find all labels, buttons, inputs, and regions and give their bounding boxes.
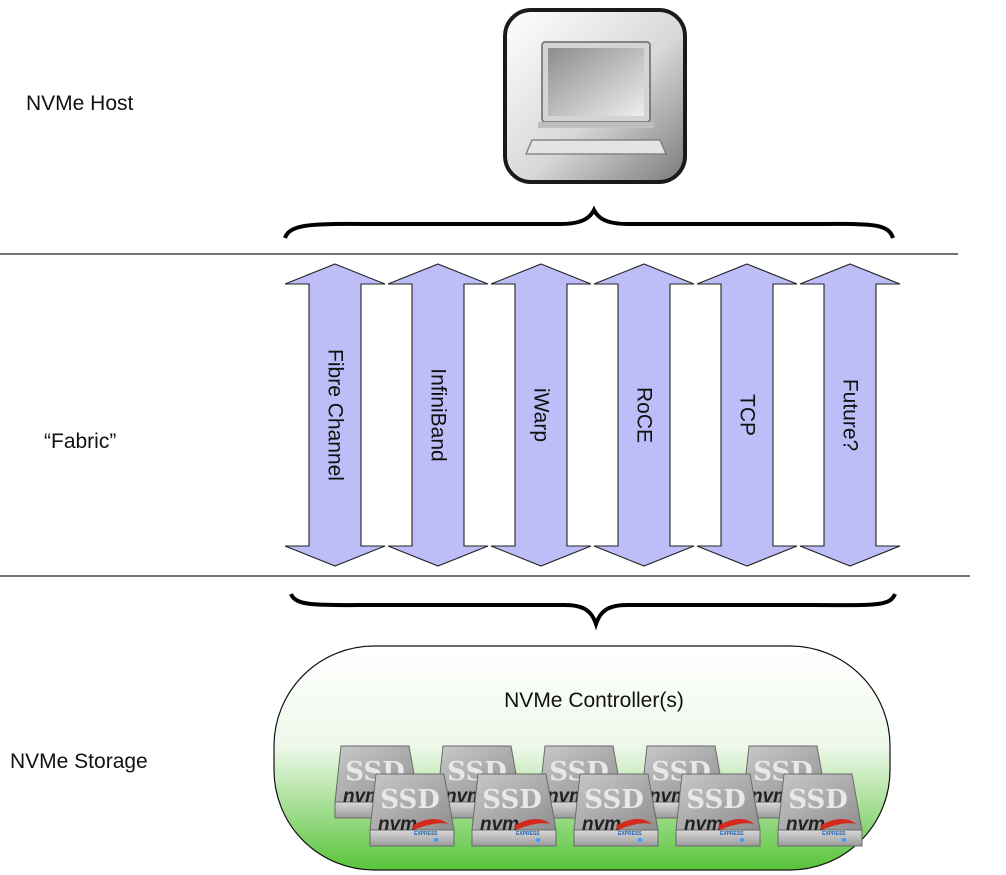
nvm-text: nvm [378, 814, 417, 835]
fabric-arrow-label: InfiniBand [427, 368, 450, 461]
controller-label: NVMe Controller(s) [504, 689, 684, 712]
host-layer-label: NVMe Host [26, 92, 134, 115]
fabric-arrow: Future? [799, 263, 901, 567]
fabric-arrow-label: iWarp [530, 388, 553, 442]
ssd-text: SSD [788, 785, 848, 815]
fabric-arrow: Fibre Channel [284, 263, 386, 567]
ssd-text: SSD [482, 785, 542, 815]
fabric-arrows: Fibre Channel InfiniBand iWarp RoCE TCP Futur… [284, 263, 901, 567]
ssd-drive-grid: SSDnvmEXPRESSSSDnvmEXPRESSSSDnvmEXPRESSS… [334, 745, 863, 847]
fabric-arrow: RoCE [593, 263, 695, 567]
nvm-text: nvm [343, 786, 382, 807]
fabric-layer-label: “Fabric” [44, 430, 117, 453]
ssd-text: SSD [686, 785, 746, 815]
fabric-arrow-label: Fibre Channel [324, 349, 347, 481]
storage-layer-label: NVMe Storage [10, 750, 148, 773]
storage-brace [289, 593, 897, 631]
express-text: EXPRESS [720, 831, 744, 837]
host-brace [283, 205, 895, 239]
fabric-arrow-label: RoCE [633, 387, 656, 443]
nvm-text: nvm [649, 786, 688, 807]
nvm-text: nvm [480, 814, 519, 835]
nvm-text: nvm [751, 786, 790, 807]
nvm-text: nvm [786, 814, 825, 835]
express-text: EXPRESS [822, 831, 846, 837]
fabric-arrow: iWarp [490, 263, 592, 567]
computer-icon [503, 8, 687, 184]
fabric-arrow: InfiniBand [387, 263, 489, 567]
nvm-text: nvm [547, 786, 586, 807]
fabric-arrow: TCP [696, 263, 798, 567]
ssd-text: SSD [380, 785, 440, 815]
nvm-text: nvm [582, 814, 621, 835]
fabric-arrow-label: Future? [839, 379, 862, 451]
nvm-text: nvm [445, 786, 484, 807]
fabric-arrow-label: TCP [736, 394, 759, 436]
express-text: EXPRESS [414, 831, 438, 837]
nvm-text: nvm [684, 814, 723, 835]
express-text: EXPRESS [618, 831, 642, 837]
express-text: EXPRESS [516, 831, 540, 837]
ssd-text: SSD [584, 785, 644, 815]
